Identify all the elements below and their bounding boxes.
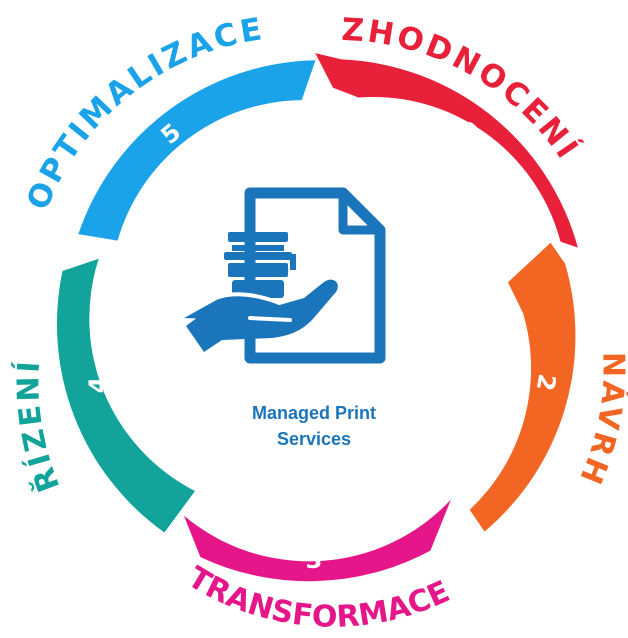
step-4-number: 4 (84, 377, 112, 394)
document-printer-hand-icon (179, 187, 386, 364)
step-2-label: NÁVRH (571, 352, 628, 492)
step-4-label: ŘÍZENÍ (11, 357, 68, 496)
step-2-number: 2 (531, 372, 561, 393)
step-1-arrow-segment (315, 53, 578, 248)
step-2-arrow-segment (469, 242, 576, 532)
step-3-number: 3 (306, 546, 323, 574)
center-title-line-1: Managed Print (252, 403, 376, 423)
step-5-arrow-segment (78, 60, 316, 241)
center-title-line-2: Services (277, 429, 351, 449)
step-4-arrow-segment (56, 258, 195, 533)
step-3-arrow-segment (183, 499, 451, 582)
